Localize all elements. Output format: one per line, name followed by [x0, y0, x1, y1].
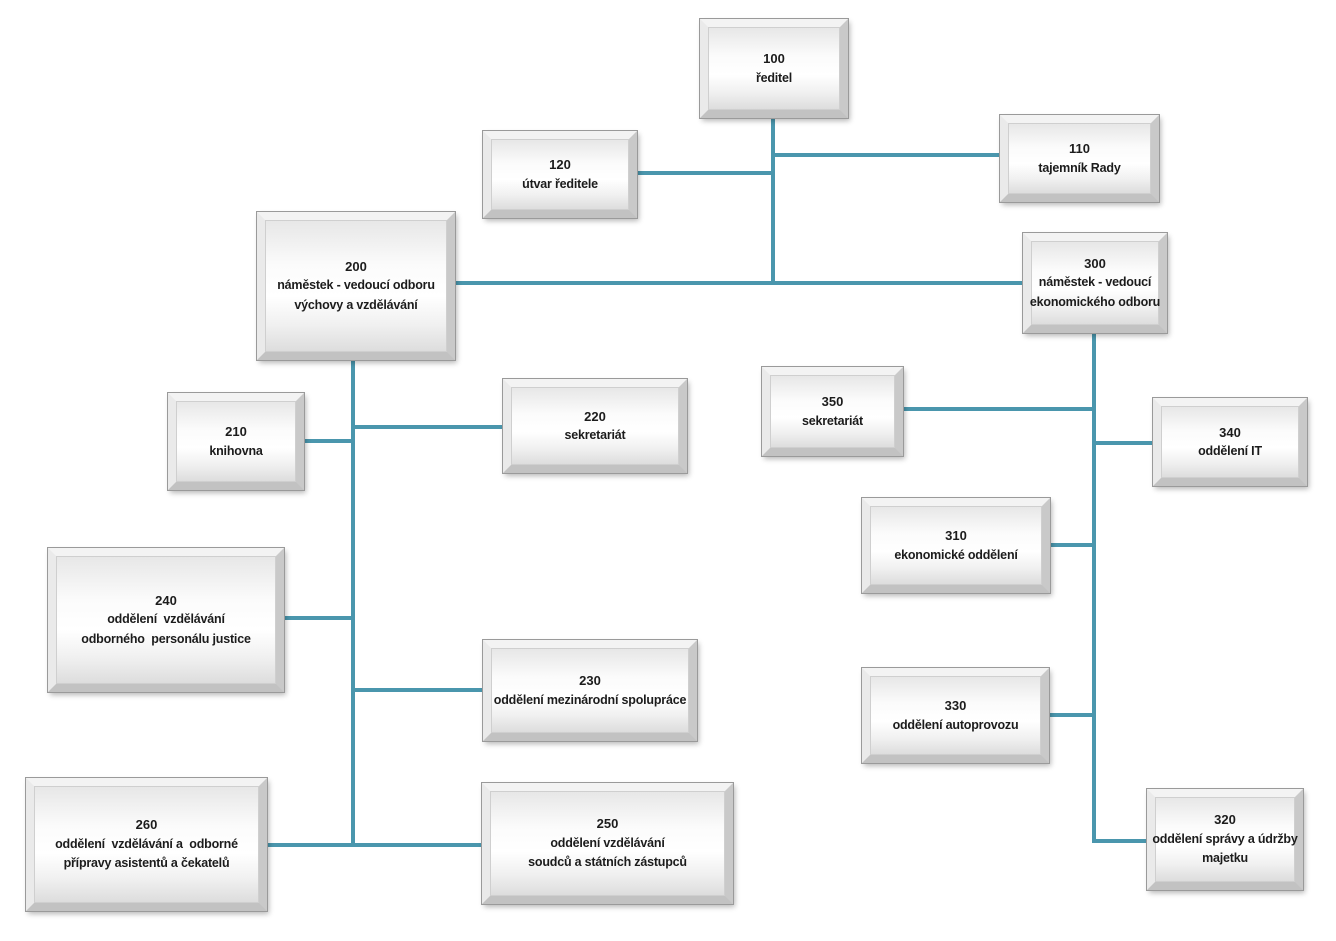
- org-node-250-content: 250 oddělení vzdělávání soudců a státníc…: [490, 791, 725, 896]
- org-node-label: sekretariát: [564, 428, 626, 443]
- org-node-code: 340: [1219, 424, 1241, 440]
- org-node-label: ekonomické oddělení: [894, 547, 1018, 562]
- org-node-label: náměstek - vedoucí ekonomického odboru: [1029, 275, 1161, 309]
- org-node-label: oddělení vzdělávání soudců a státních zá…: [528, 835, 687, 870]
- org-node-code: 260: [135, 817, 158, 833]
- org-node-200-content: 200 náměstek - vedoucí odboru výchovy a …: [265, 220, 447, 352]
- org-node-code: 320: [1214, 812, 1236, 828]
- org-node-310: 310 ekonomické oddělení: [861, 497, 1051, 594]
- connector-340: [1094, 441, 1153, 445]
- org-node-code: 230: [579, 673, 601, 689]
- connector-trunk-education: [351, 360, 355, 847]
- org-node-label: sekretariát: [801, 413, 864, 428]
- org-node-label: knihovna: [209, 443, 263, 458]
- org-node-label: oddělení autoprovozu: [892, 717, 1019, 732]
- org-node-230: 230 oddělení mezinárodní spolupráce: [482, 639, 698, 742]
- connector-310: [1050, 543, 1094, 547]
- org-node-code: 120: [549, 157, 571, 173]
- org-node-label: útvar ředitele: [522, 176, 598, 191]
- org-node-310-content: 310 ekonomické oddělení: [870, 506, 1042, 585]
- org-node-230-content: 230 oddělení mezinárodní spolupráce: [491, 648, 689, 733]
- connector-230: [353, 688, 483, 692]
- org-node-260-content: 260 oddělení vzdělávání a odborné přípra…: [34, 786, 259, 903]
- connector-trunk-economic: [1092, 333, 1096, 843]
- org-node-120: 120 útvar ředitele: [482, 130, 638, 219]
- org-node-300-content: 300 náměstek - vedoucí ekonomického odbo…: [1029, 241, 1161, 325]
- org-node-100-content: 100 ředitel: [708, 27, 840, 110]
- org-node-120-content: 120 útvar ředitele: [491, 139, 629, 210]
- org-node-330: 330 oddělení autoprovozu: [861, 667, 1050, 764]
- org-node-label: oddělení vzdělávání a odborné přípravy a…: [55, 836, 238, 871]
- org-node-code: 210: [225, 424, 247, 440]
- org-node-320-content: 320 oddělení správy a údržby majetku: [1152, 797, 1298, 882]
- org-node-340: 340 oddělení IT: [1152, 397, 1308, 487]
- org-node-code: 300: [1084, 255, 1106, 271]
- org-node-240: 240 oddělení vzdělávání odborného person…: [47, 547, 285, 693]
- connector-120: [637, 171, 773, 175]
- org-node-210: 210 knihovna: [167, 392, 305, 491]
- org-node-label: oddělení IT: [1198, 444, 1262, 459]
- connector-240: [284, 616, 353, 620]
- org-node-code: 100: [763, 51, 785, 67]
- connector-330: [1049, 713, 1094, 717]
- org-node-label: ředitel: [755, 70, 793, 85]
- org-node-250: 250 oddělení vzdělávání soudců a státníc…: [481, 782, 734, 905]
- org-node-210-content: 210 knihovna: [176, 401, 296, 482]
- org-node-code: 240: [155, 592, 177, 608]
- org-node-220-content: 220 sekretariát: [511, 387, 679, 465]
- org-node-200: 200 náměstek - vedoucí odboru výchovy a …: [256, 211, 456, 361]
- org-node-260: 260 oddělení vzdělávání a odborné přípra…: [25, 777, 268, 912]
- org-node-label: oddělení vzdělávání odborného personálu …: [81, 612, 251, 646]
- org-node-label: náměstek - vedoucí odboru výchovy a vzdě…: [277, 278, 435, 312]
- org-node-350: 350 sekretariát: [761, 366, 904, 457]
- connector-210: [304, 439, 353, 443]
- org-node-label: oddělení mezinárodní spolupráce: [493, 692, 687, 707]
- org-node-code: 330: [944, 698, 967, 714]
- org-node-300: 300 náměstek - vedoucí ekonomického odbo…: [1022, 232, 1168, 334]
- org-node-code: 250: [596, 816, 619, 832]
- connector-220: [353, 425, 503, 429]
- connector-110: [773, 153, 1000, 157]
- org-node-code: 200: [345, 258, 367, 274]
- org-node-label: tajemník Rady: [1038, 160, 1121, 175]
- connector-250-260: [267, 843, 483, 847]
- org-node-110-content: 110 tajemník Rady: [1008, 123, 1151, 194]
- connector-350: [903, 407, 1094, 411]
- org-node-label: oddělení správy a údržby majetku: [1152, 831, 1298, 866]
- org-node-code: 310: [945, 528, 967, 544]
- org-node-110: 110 tajemník Rady: [999, 114, 1160, 203]
- connector-trunk-director: [771, 118, 775, 285]
- org-node-340-content: 340 oddělení IT: [1161, 406, 1299, 478]
- org-node-100: 100 ředitel: [699, 18, 849, 119]
- org-node-220: 220 sekretariát: [502, 378, 688, 474]
- org-node-code: 110: [1069, 141, 1090, 157]
- org-node-240-content: 240 oddělení vzdělávání odborného person…: [56, 556, 276, 684]
- org-node-330-content: 330 oddělení autoprovozu: [870, 676, 1041, 755]
- org-node-code: 220: [584, 408, 606, 424]
- connector-320: [1094, 839, 1147, 843]
- org-node-code: 350: [821, 394, 844, 410]
- org-node-320: 320 oddělení správy a údržby majetku: [1146, 788, 1304, 891]
- connector-deputies: [455, 281, 1023, 285]
- org-node-350-content: 350 sekretariát: [770, 375, 895, 448]
